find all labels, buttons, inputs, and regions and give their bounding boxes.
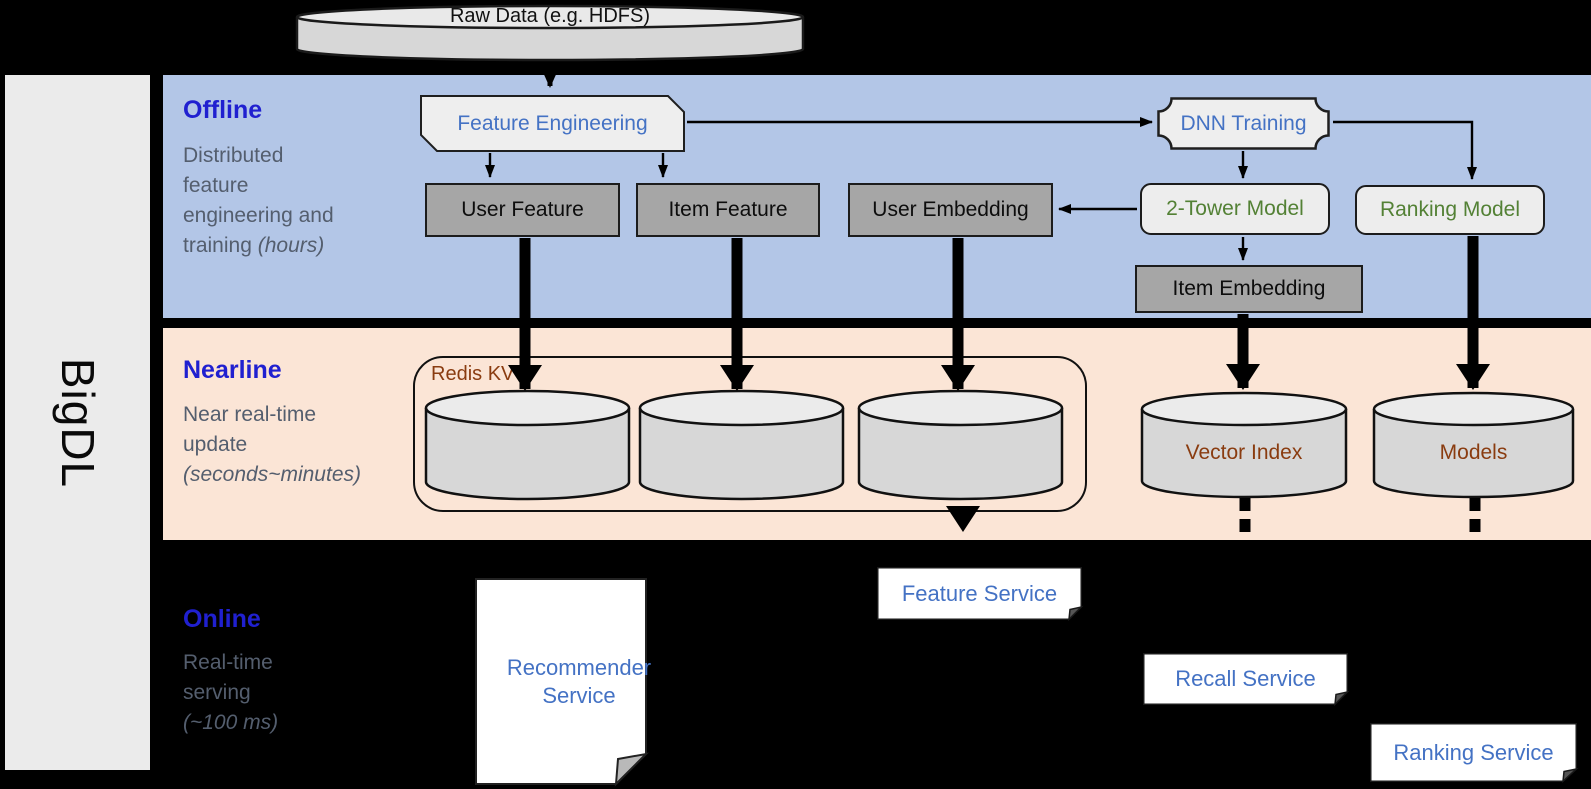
item-embedding-label: Item Embedding — [1172, 277, 1326, 300]
raw-data-label: Raw Data (e.g. HDFS) — [449, 5, 651, 27]
document-shape — [475, 578, 649, 787]
ranking-model-label: Ranking Model — [1379, 198, 1521, 221]
vector-index-store: Vector Index — [1140, 391, 1348, 499]
document-shape — [1143, 653, 1350, 707]
ranking-service-label: Ranking Service — [1393, 739, 1554, 765]
two-tower-model-box: 2-Tower Model — [1140, 183, 1330, 235]
nearline-desc-italic: (seconds~minutes) — [183, 463, 361, 486]
cylinder-shape — [857, 389, 1064, 501]
redis-cylinder-2 — [638, 389, 845, 501]
user-feature-box: User Feature — [425, 183, 620, 237]
snip-corner-shape — [420, 95, 685, 152]
item-embedding-box: Item Embedding — [1135, 265, 1363, 313]
document-shape — [1370, 723, 1579, 784]
offline-desc-last: training — [183, 234, 258, 257]
recall-service: Recall Service — [1143, 653, 1350, 707]
feature-engineering-box: Feature Engineering — [420, 95, 685, 152]
cylinder-shape — [638, 389, 845, 501]
two-tower-model-label: 2-Tower Model — [1166, 197, 1304, 220]
recommender-service: Recommender Service — [475, 578, 651, 787]
user-embedding-box: User Embedding — [848, 183, 1053, 237]
cylinder-shape — [295, 4, 805, 62]
nearline-title: Nearline — [183, 356, 282, 384]
redis-cylinder-1 — [424, 389, 631, 501]
online-desc-italic: (~100 ms) — [183, 711, 279, 734]
recall-service-label: Recall Service — [1175, 666, 1316, 691]
ranking-service: Ranking Service — [1370, 723, 1579, 784]
cylinder-shape — [424, 389, 631, 501]
offline-title: Offline — [183, 96, 263, 124]
bigdl-sidebar: BigDL — [5, 75, 150, 770]
redis-kv-container: Redis KV — [413, 356, 1087, 512]
feature-engineering-label: Feature Engineering — [457, 111, 648, 135]
item-feature-box: Item Feature — [636, 183, 820, 237]
cylinder-shape — [1140, 391, 1348, 499]
dnn-training-label: DNN Training — [1180, 111, 1307, 135]
user-embedding-label: User Embedding — [872, 198, 1029, 221]
document-shape — [877, 567, 1084, 622]
dnn-training-box: DNN Training — [1157, 97, 1330, 150]
feature-service-label: Feature Service — [901, 580, 1058, 606]
recommender-service-label: Recommender Service — [506, 654, 652, 708]
models-store: Models — [1372, 391, 1575, 499]
feature-service: Feature Service — [877, 567, 1084, 622]
item-feature-label: Item Feature — [668, 198, 788, 221]
ranking-model-box: Ranking Model — [1355, 185, 1545, 235]
redis-kv-label: Redis KV — [431, 363, 515, 385]
user-feature-label: User Feature — [461, 198, 584, 221]
online-title: Online — [183, 605, 261, 633]
bigdl-label: BigDL — [51, 357, 104, 488]
raw-data-store: Raw Data (e.g. HDFS) — [295, 4, 805, 62]
offline-desc-italic: (hours) — [257, 234, 325, 257]
plaque-shape — [1157, 97, 1330, 150]
cylinder-shape — [1372, 391, 1575, 499]
redis-cylinder-3 — [857, 389, 1064, 501]
models-label: Models — [1439, 441, 1508, 464]
vector-index-label: Vector Index — [1185, 441, 1303, 464]
